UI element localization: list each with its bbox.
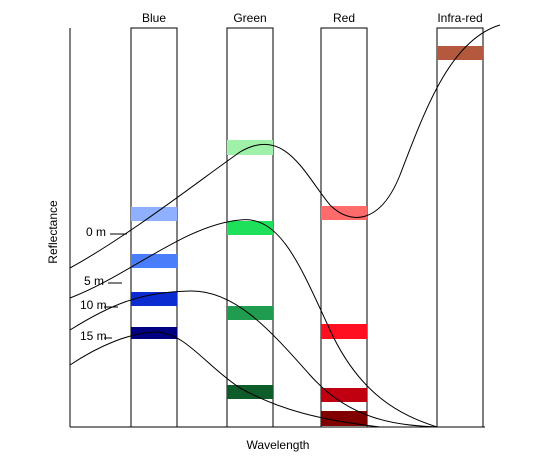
band-label-blue: Blue	[142, 11, 166, 25]
curve-15m	[69, 331, 381, 428]
swatch-red-10m	[321, 388, 367, 402]
band-column-infrared	[436, 27, 484, 428]
swatch-green-10m	[227, 306, 273, 320]
swatch-blue-15m	[131, 327, 177, 339]
band-column-blue	[130, 27, 178, 428]
curve-5m	[69, 219, 438, 428]
depth-label-15m: 15 m	[80, 329, 107, 343]
swatch-red-0m	[321, 206, 367, 220]
band-label-infrared: Infra-red	[437, 11, 482, 25]
swatch-green-15m	[227, 385, 273, 399]
depth-label-10m: 10 m	[80, 298, 107, 312]
depth-label-5m: 5 m	[84, 274, 104, 288]
curve-0m	[69, 24, 501, 269]
band-label-green: Green	[233, 11, 266, 25]
depth-label-0m: 0 m	[86, 225, 106, 239]
swatch-green-5m	[227, 221, 273, 235]
band-label-red: Red	[333, 11, 355, 25]
curve-10m	[69, 290, 438, 428]
colour-swatches	[131, 46, 483, 426]
y-axis-label: Reflectance	[46, 200, 60, 264]
swatch-blue-5m	[131, 254, 177, 268]
x-axis-label: Wavelength	[247, 438, 310, 452]
swatch-red-15m	[321, 411, 367, 426]
band-column-red	[320, 27, 368, 428]
swatch-blue-10m	[131, 292, 177, 306]
